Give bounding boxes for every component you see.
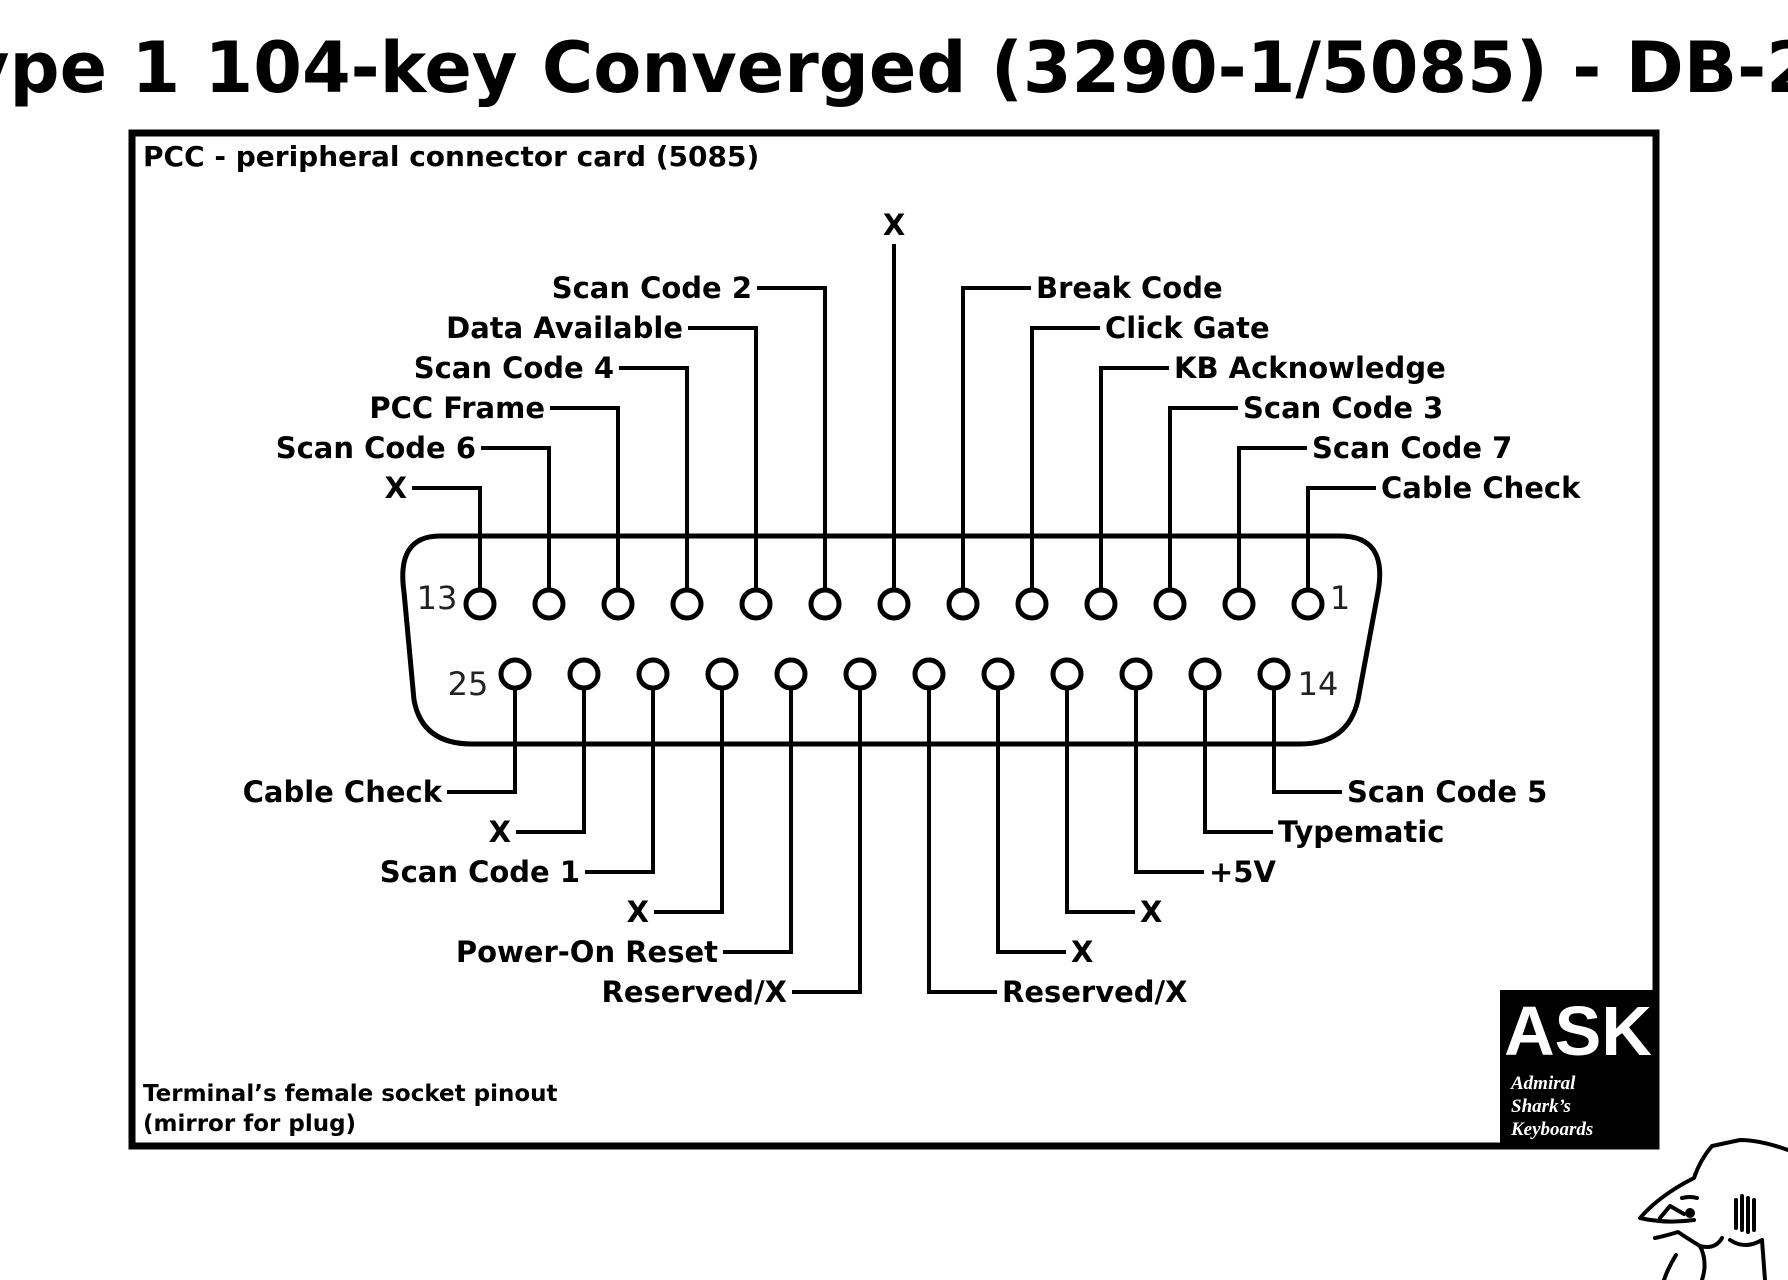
logo-line-1: Admiral [1510, 1073, 1576, 1094]
wire-pin-3 [1168, 406, 1238, 604]
bottom-row-wires [447, 674, 1342, 994]
wire-pin-18 [996, 674, 1066, 954]
pin-20 [843, 657, 877, 691]
wire-pin-16 [1134, 674, 1204, 874]
pin-19 [912, 657, 946, 691]
logo-line-3: Keyboards [1510, 1119, 1593, 1140]
db25-connector-shell [400, 533, 1383, 747]
pin-label-7: X [883, 208, 905, 242]
wire-pin-19 [927, 674, 997, 994]
pin-label-4: KB Acknowledge [1174, 351, 1446, 385]
pin-label-9: Data Available [446, 311, 683, 345]
row-label-14: 14 [1298, 665, 1339, 703]
pin-label-24: X [489, 815, 511, 849]
pin-label-21: Power-On Reset [456, 935, 718, 969]
pin-4 [1084, 587, 1118, 621]
pin-15 [1188, 657, 1222, 691]
pin-25 [498, 657, 532, 691]
pin-label-16: +5V [1209, 855, 1276, 889]
pin-label-23: Scan Code 1 [380, 855, 580, 889]
pin-6 [946, 587, 980, 621]
pin-10 [670, 587, 704, 621]
wire-pin-22 [654, 674, 724, 914]
diagram-frame [128, 129, 1660, 1150]
pin-9 [739, 587, 773, 621]
row-label-25: 25 [448, 665, 489, 703]
pin-17 [1050, 657, 1084, 691]
ask-logo: ASK Admiral Shark’s Keyboards [1500, 990, 1653, 1143]
pin-label-18: X [1071, 935, 1093, 969]
wire-pin-11 [550, 406, 620, 604]
pin-23 [636, 657, 670, 691]
pin-label-10: Scan Code 4 [414, 351, 614, 385]
pin-16 [1119, 657, 1153, 691]
wire-pin-23 [585, 674, 655, 874]
pin-label-12: Scan Code 6 [276, 431, 476, 465]
pin-label-11: PCC Frame [369, 391, 545, 425]
wire-pin-8 [757, 286, 827, 604]
wire-pin-4 [1099, 366, 1169, 604]
top-row-pins [463, 587, 1325, 621]
bottom-row-pins [498, 657, 1291, 691]
pin-14 [1257, 657, 1291, 691]
shark-mascot-illustration [1638, 1138, 1788, 1280]
pin-label-20: Reserved/X [601, 975, 787, 1009]
wire-pin-17 [1065, 674, 1135, 914]
pin-11 [601, 587, 635, 621]
wire-pin-24 [516, 674, 586, 834]
top-row-wires [412, 244, 1376, 604]
pin-3 [1153, 587, 1187, 621]
footnote-line-1: Terminal’s female socket pinout [143, 1081, 558, 1107]
pin-7 [877, 587, 911, 621]
pin-label-15: Typematic [1278, 815, 1444, 849]
logo-letters: ASK [1504, 992, 1652, 1070]
logo-box [1500, 990, 1653, 1143]
pin-2 [1222, 587, 1256, 621]
pin-label-1: Cable Check [1381, 471, 1581, 505]
wire-pin-10 [619, 366, 689, 604]
wire-pin-6 [961, 286, 1031, 604]
wire-pin-13 [412, 486, 482, 604]
diagram-title: Type 1 104-key Converged (3290-1/5085) -… [0, 27, 1788, 109]
row-label-1: 1 [1330, 579, 1350, 617]
pin-label-22: X [627, 895, 649, 929]
pin-21 [774, 657, 808, 691]
pin-label-8: Scan Code 2 [552, 271, 752, 305]
pin-label-13: X [385, 471, 407, 505]
wire-pin-15 [1203, 674, 1273, 834]
diagram-subtitle: PCC - peripheral connector card (5085) [143, 140, 759, 173]
wire-pin-5 [1030, 326, 1100, 604]
pin-12 [532, 587, 566, 621]
pin-8 [808, 587, 842, 621]
pin-label-19: Reserved/X [1002, 975, 1188, 1009]
wire-pin-25 [447, 674, 517, 794]
wire-pin-12 [481, 446, 551, 604]
pin-1 [1291, 587, 1325, 621]
pin-24 [567, 657, 601, 691]
pin-18 [981, 657, 1015, 691]
wire-pin-20 [792, 674, 862, 994]
pin-label-5: Click Gate [1105, 311, 1270, 345]
pin-label-25: Cable Check [243, 775, 443, 809]
wire-pin-21 [723, 674, 793, 954]
pin-5 [1015, 587, 1049, 621]
row-label-13: 13 [417, 579, 458, 617]
pin-label-17: X [1140, 895, 1162, 929]
bottom-row-labels: Scan Code 5 Typematic +5V X X Reserved/X… [243, 775, 1548, 1009]
wire-pin-2 [1237, 446, 1307, 604]
wire-pin-1 [1306, 486, 1376, 604]
pin-label-2: Scan Code 7 [1312, 431, 1512, 465]
pin-label-14: Scan Code 5 [1347, 775, 1547, 809]
pin-22 [705, 657, 739, 691]
pin-label-3: Scan Code 3 [1243, 391, 1443, 425]
top-row-labels: Cable Check Scan Code 7 Scan Code 3 KB A… [276, 208, 1581, 505]
footnote-line-2: (mirror for plug) [143, 1111, 356, 1137]
logo-line-2: Shark’s [1511, 1096, 1571, 1117]
pin-label-6: Break Code [1036, 271, 1223, 305]
wire-pin-9 [688, 326, 758, 604]
pin-13 [463, 587, 497, 621]
wire-pin-14 [1272, 674, 1342, 794]
